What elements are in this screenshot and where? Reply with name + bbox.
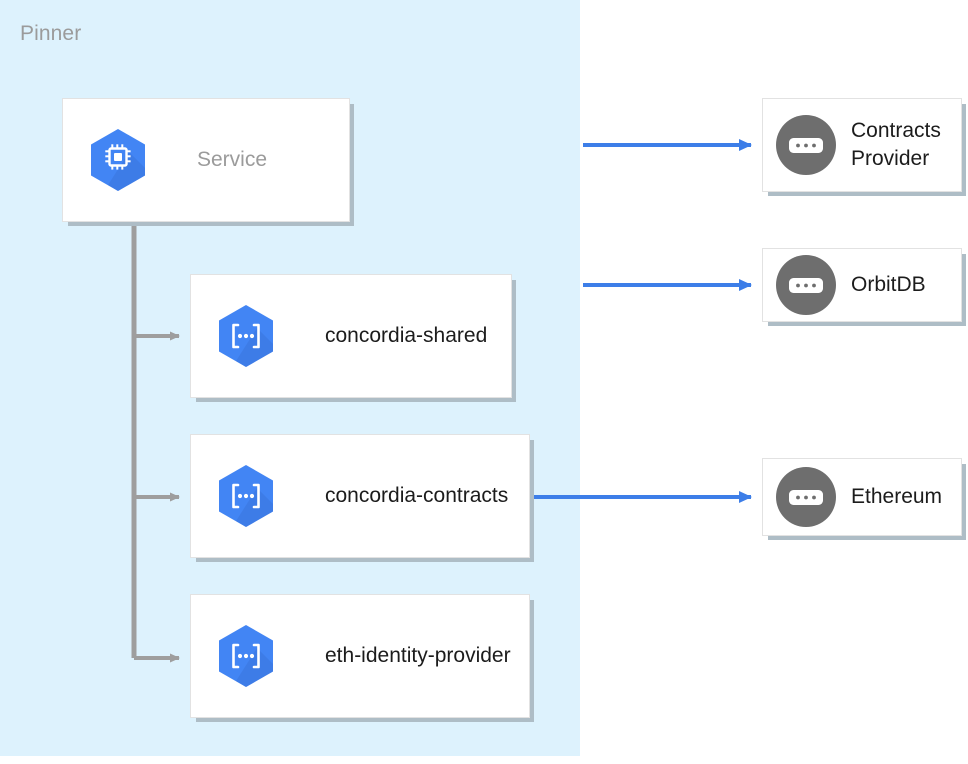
node-label-ethereum: Ethereum — [851, 485, 943, 509]
node-label-service: Service — [197, 148, 268, 172]
hexagon-code-icon — [217, 624, 275, 688]
node-eth-identity-provider[interactable]: eth-identity-provider — [190, 594, 530, 718]
node-ethereum[interactable]: Ethereum — [762, 458, 962, 536]
hexagon-code-icon — [217, 304, 275, 368]
node-label-eth-identity-provider: eth-identity-provider — [325, 644, 511, 668]
node-concordia-shared[interactable]: concordia-shared — [190, 274, 512, 398]
hexagon-chip-icon — [89, 128, 147, 192]
hexagon-code-icon — [217, 464, 275, 528]
node-concordia-contracts[interactable]: concordia-contracts — [190, 434, 530, 558]
node-service[interactable]: Service — [62, 98, 350, 222]
node-label-contracts-provider: Contracts Provider — [851, 119, 941, 170]
node-contracts-provider[interactable]: Contracts Provider — [762, 98, 962, 192]
node-orbitdb[interactable]: OrbitDB — [762, 248, 962, 322]
circle-dots-icon — [775, 114, 837, 176]
node-label-concordia-shared: concordia-shared — [325, 324, 488, 348]
circle-dots-icon — [775, 466, 837, 528]
node-label-orbitdb: OrbitDB — [851, 273, 926, 297]
circle-dots-icon — [775, 254, 837, 316]
group-title-pinner: Pinner — [20, 22, 82, 45]
node-label-concordia-contracts: concordia-contracts — [325, 484, 509, 508]
